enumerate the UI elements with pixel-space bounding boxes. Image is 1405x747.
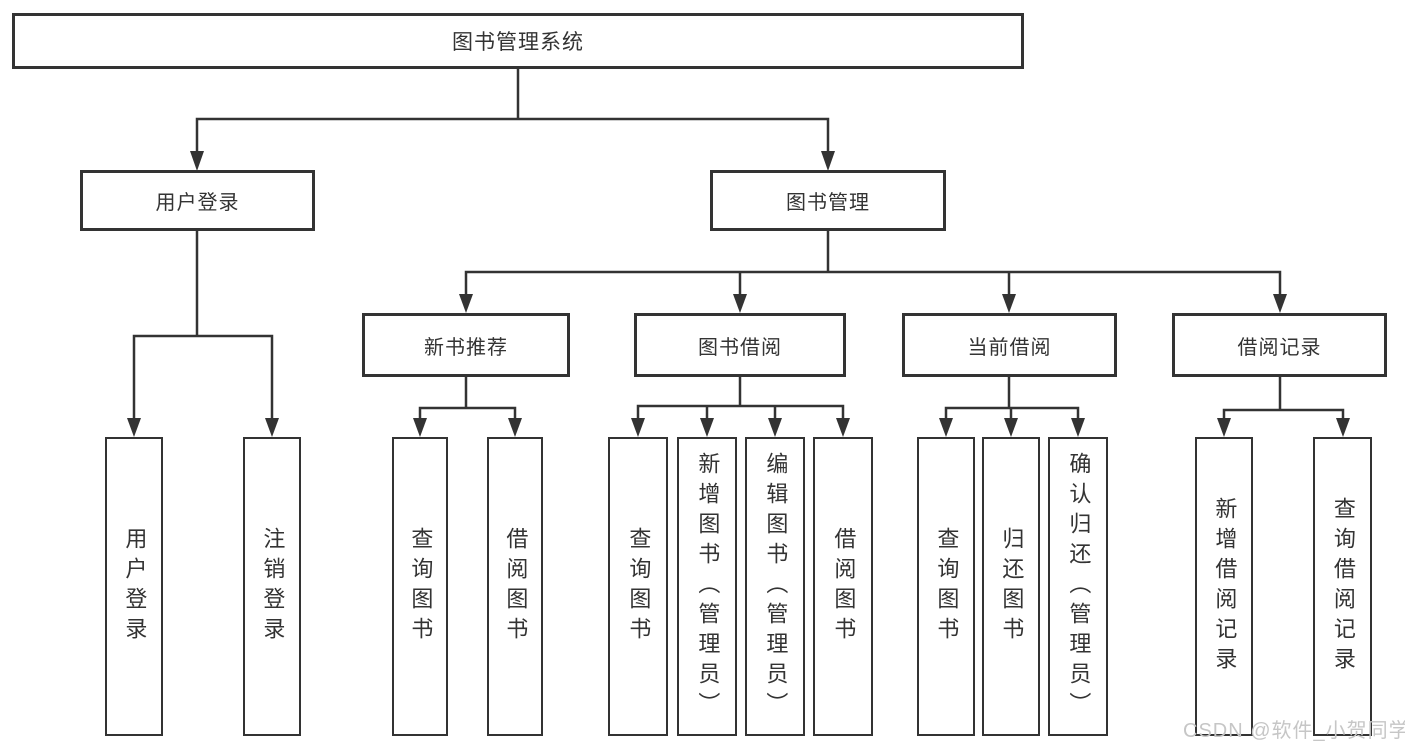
node-book-borrow: 图书借阅: [634, 313, 846, 377]
node-label: 借阅图书: [503, 526, 529, 647]
connector-currentborrow-to-leaves: [944, 375, 1080, 420]
node-label: 编辑图书（管理员）: [763, 451, 789, 722]
node-label: 新增借阅记录: [1212, 496, 1238, 677]
node-library-management-system: 图书管理系统: [12, 13, 1024, 69]
leaf-query-borrow-record: 查询借阅记录: [1313, 437, 1372, 736]
leaf-borrow-books-borrow: 借阅图书: [813, 437, 873, 736]
node-label: 图书管理系统: [452, 31, 584, 54]
node-label: 借阅图书: [831, 526, 857, 647]
connector-bookmgmt-to-level3: [464, 229, 1282, 296]
node-current-borrow: 当前借阅: [902, 313, 1117, 377]
connector-newbook-to-leaves: [418, 375, 517, 420]
leaf-return-books: 归还图书: [982, 437, 1040, 736]
node-label: 图书借阅: [698, 336, 782, 359]
csdn-watermark: CSDN @软件_小贺同学: [1183, 720, 1405, 742]
node-label: 归还图书: [999, 526, 1025, 647]
node-label: 查询图书: [408, 526, 434, 647]
node-label: 借阅记录: [1237, 336, 1322, 359]
node-user-login: 用户登录: [80, 170, 315, 231]
node-label: 查询借阅记录: [1330, 496, 1356, 677]
leaf-add-borrow-record: 新增借阅记录: [1195, 437, 1253, 736]
node-label: 注销登录: [260, 526, 286, 647]
node-label: 新书推荐: [424, 336, 508, 359]
node-label: 当前借阅: [967, 336, 1052, 359]
leaf-query-books-current: 查询图书: [917, 437, 975, 736]
node-label: 查询图书: [626, 526, 652, 647]
node-label: 查询图书: [934, 526, 960, 647]
node-label: 确认归还（管理员）: [1066, 451, 1092, 722]
node-book-management: 图书管理: [710, 170, 946, 231]
connector-root-to-level2: [195, 67, 830, 154]
node-borrow-record: 借阅记录: [1172, 313, 1387, 377]
leaf-user-login: 用户登录: [105, 437, 163, 736]
leaf-borrow-books-recommend: 借阅图书: [487, 437, 543, 736]
leaf-query-books-recommend: 查询图书: [392, 437, 448, 736]
connector-bookborrow-to-leaves: [636, 375, 845, 420]
leaf-confirm-return-admin: 确认归还（管理员）: [1048, 437, 1108, 736]
node-label: 新增图书（管理员）: [695, 451, 721, 722]
connector-borrowrecord-to-leaves: [1222, 375, 1345, 420]
leaf-query-books-borrow: 查询图书: [608, 437, 668, 736]
node-label: 用户登录: [122, 526, 148, 647]
arrowheads: [127, 151, 1350, 437]
leaf-add-books-admin: 新增图书（管理员）: [677, 437, 737, 736]
leaf-logout: 注销登录: [243, 437, 301, 736]
leaf-edit-books-admin: 编辑图书（管理员）: [745, 437, 805, 736]
node-new-book-recommend: 新书推荐: [362, 313, 570, 377]
node-label: 图书管理: [786, 192, 870, 214]
node-label: 用户登录: [155, 192, 240, 214]
connector-userlogin-to-leaves: [132, 229, 274, 420]
